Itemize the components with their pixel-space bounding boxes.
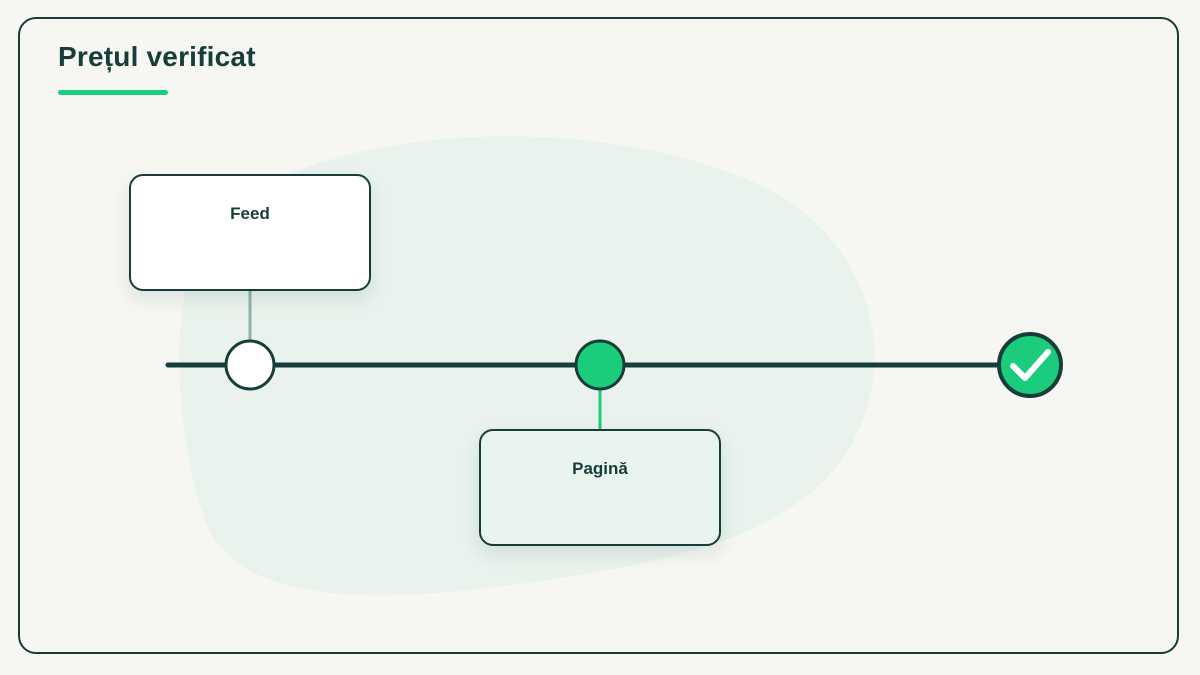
step-node-pagina [574,339,626,391]
step-label-feed: Feed [230,204,270,223]
step-node-feed [224,339,276,391]
check-icon [997,332,1063,398]
step-label-pagina: Pagină [572,459,628,478]
step-card-pagina: Pagină [479,429,721,546]
step-card-feed: Feed [129,174,371,291]
title-underline [58,90,168,95]
page-title: Prețul verificat [58,41,256,72]
